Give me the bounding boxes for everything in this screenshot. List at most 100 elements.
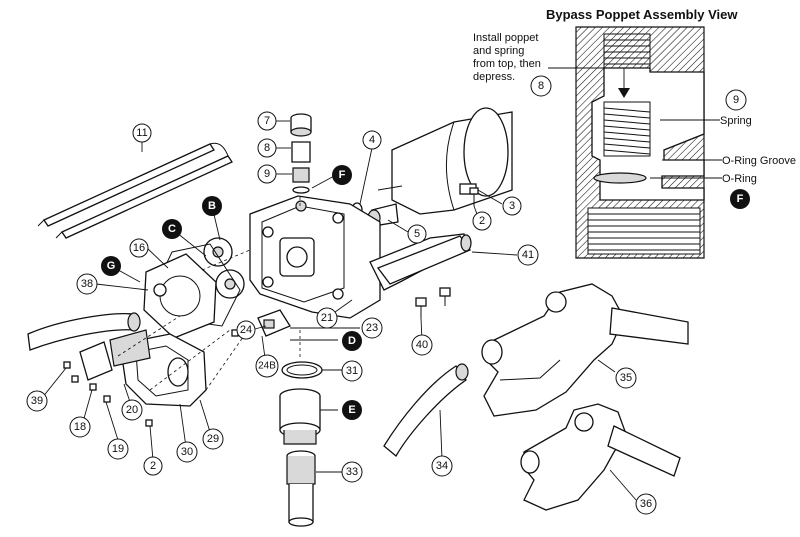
svg-text:D: D (348, 335, 356, 347)
outlet-pipe-41-part (376, 234, 472, 285)
callout-5: 5 (407, 224, 427, 244)
svg-text:31: 31 (346, 365, 358, 377)
svg-text:19: 19 (112, 443, 124, 455)
letter-B: B (202, 196, 222, 216)
callout-38: 38 (76, 273, 98, 295)
bolt-part (469, 187, 479, 206)
svg-text:2: 2 (479, 215, 485, 227)
svg-text:24B: 24B (258, 361, 276, 372)
callout-16: 16 (129, 238, 149, 258)
svg-text:20: 20 (126, 404, 138, 416)
inset-install-note: Install poppet and spring from top, then… (473, 32, 541, 83)
inset-label-oring: O-Ring (722, 173, 757, 185)
svg-text:F: F (339, 169, 346, 181)
hose-34-part (383, 363, 469, 457)
callout-20: 20 (121, 399, 143, 421)
callout-2-top: 2 (472, 211, 492, 231)
install-note-line-2: and spring (473, 45, 524, 57)
svg-text:33: 33 (346, 466, 358, 478)
oring-31-part (281, 361, 323, 379)
callout-33: 33 (341, 461, 363, 483)
inset-callout-8: 8 (530, 75, 552, 97)
inset-callout-9-text: 9 (733, 94, 739, 106)
callout-4: 4 (362, 130, 382, 150)
callout-35: 35 (615, 367, 637, 389)
letter-E: E (342, 400, 362, 420)
install-note-line-3: from top, then (473, 58, 541, 70)
callout-11: 11 (132, 123, 152, 143)
inset-letter-F: F (730, 189, 750, 209)
callout-24b: 24B (255, 354, 279, 378)
inset-title: Bypass Poppet Assembly View (546, 7, 738, 22)
callout-36: 36 (635, 493, 657, 515)
letter-C: C (162, 219, 182, 239)
svg-text:35: 35 (620, 372, 632, 384)
svg-text:B: B (208, 200, 216, 212)
poppet-cross-section (548, 26, 705, 259)
callout-34: 34 (431, 455, 453, 477)
svg-text:30: 30 (181, 446, 193, 458)
svg-text:5: 5 (414, 228, 420, 240)
svg-text:39: 39 (31, 395, 43, 407)
svg-text:2: 2 (150, 460, 156, 472)
poppet-stack-part (290, 113, 312, 194)
svg-text:34: 34 (436, 460, 448, 472)
callout-23: 23 (361, 317, 383, 339)
fitting-40-part (415, 287, 451, 318)
callout-18: 18 (69, 416, 91, 438)
svg-text:F: F (737, 193, 744, 205)
svg-text:16: 16 (133, 242, 145, 254)
nozzle-35-part (481, 283, 689, 417)
svg-text:9: 9 (264, 168, 270, 180)
letter-F: F (332, 165, 352, 185)
strainer-33-part (286, 450, 316, 527)
callout-3: 3 (502, 196, 522, 216)
callout-24: 24 (236, 320, 256, 340)
svg-text:24: 24 (240, 324, 252, 336)
pump-body-part (249, 195, 381, 319)
inset-callout-8-text: 8 (538, 80, 544, 92)
screws-part (63, 329, 239, 427)
svg-text:36: 36 (640, 498, 652, 510)
nozzle-36-part (520, 403, 681, 511)
switch-part (257, 309, 291, 337)
callout-30: 30 (176, 441, 198, 463)
svg-text:21: 21 (321, 312, 333, 324)
svg-text:E: E (348, 404, 355, 416)
cable-assembly-part (37, 142, 233, 239)
callout-29: 29 (202, 428, 224, 450)
svg-text:7: 7 (264, 115, 270, 127)
install-note-line-4: depress. (473, 71, 515, 83)
svg-text:38: 38 (81, 278, 93, 290)
svg-text:40: 40 (416, 339, 428, 351)
callout-21: 21 (316, 307, 338, 329)
svg-text:4: 4 (369, 134, 375, 146)
callout-40: 40 (411, 334, 433, 356)
svg-text:41: 41 (522, 249, 534, 261)
callout-19: 19 (107, 438, 129, 460)
inlet-hose-part (27, 312, 141, 351)
motor-part (377, 107, 513, 215)
svg-text:3: 3 (509, 200, 515, 212)
callout-7: 7 (257, 111, 277, 131)
assembly-guide-lines (117, 196, 301, 391)
inset-label-oring-groove: O-Ring Groove (722, 155, 796, 167)
svg-text:29: 29 (207, 433, 219, 445)
callout-2-bottom: 2 (143, 456, 163, 476)
svg-text:C: C (168, 223, 176, 235)
callout-39: 39 (26, 390, 48, 412)
callout-8: 8 (257, 138, 277, 158)
svg-text:11: 11 (136, 127, 147, 139)
install-note-line-1: Install poppet (473, 32, 538, 44)
svg-text:G: G (107, 260, 116, 272)
svg-text:23: 23 (366, 322, 378, 334)
inset-callout-9: 9 (725, 89, 747, 111)
svg-text:8: 8 (264, 142, 270, 154)
callout-41: 41 (517, 244, 539, 266)
letter-G: G (101, 256, 121, 276)
callout-9: 9 (257, 164, 277, 184)
svg-text:18: 18 (74, 421, 86, 433)
inset-label-spring: Spring (720, 115, 752, 127)
callout-31: 31 (341, 360, 363, 382)
